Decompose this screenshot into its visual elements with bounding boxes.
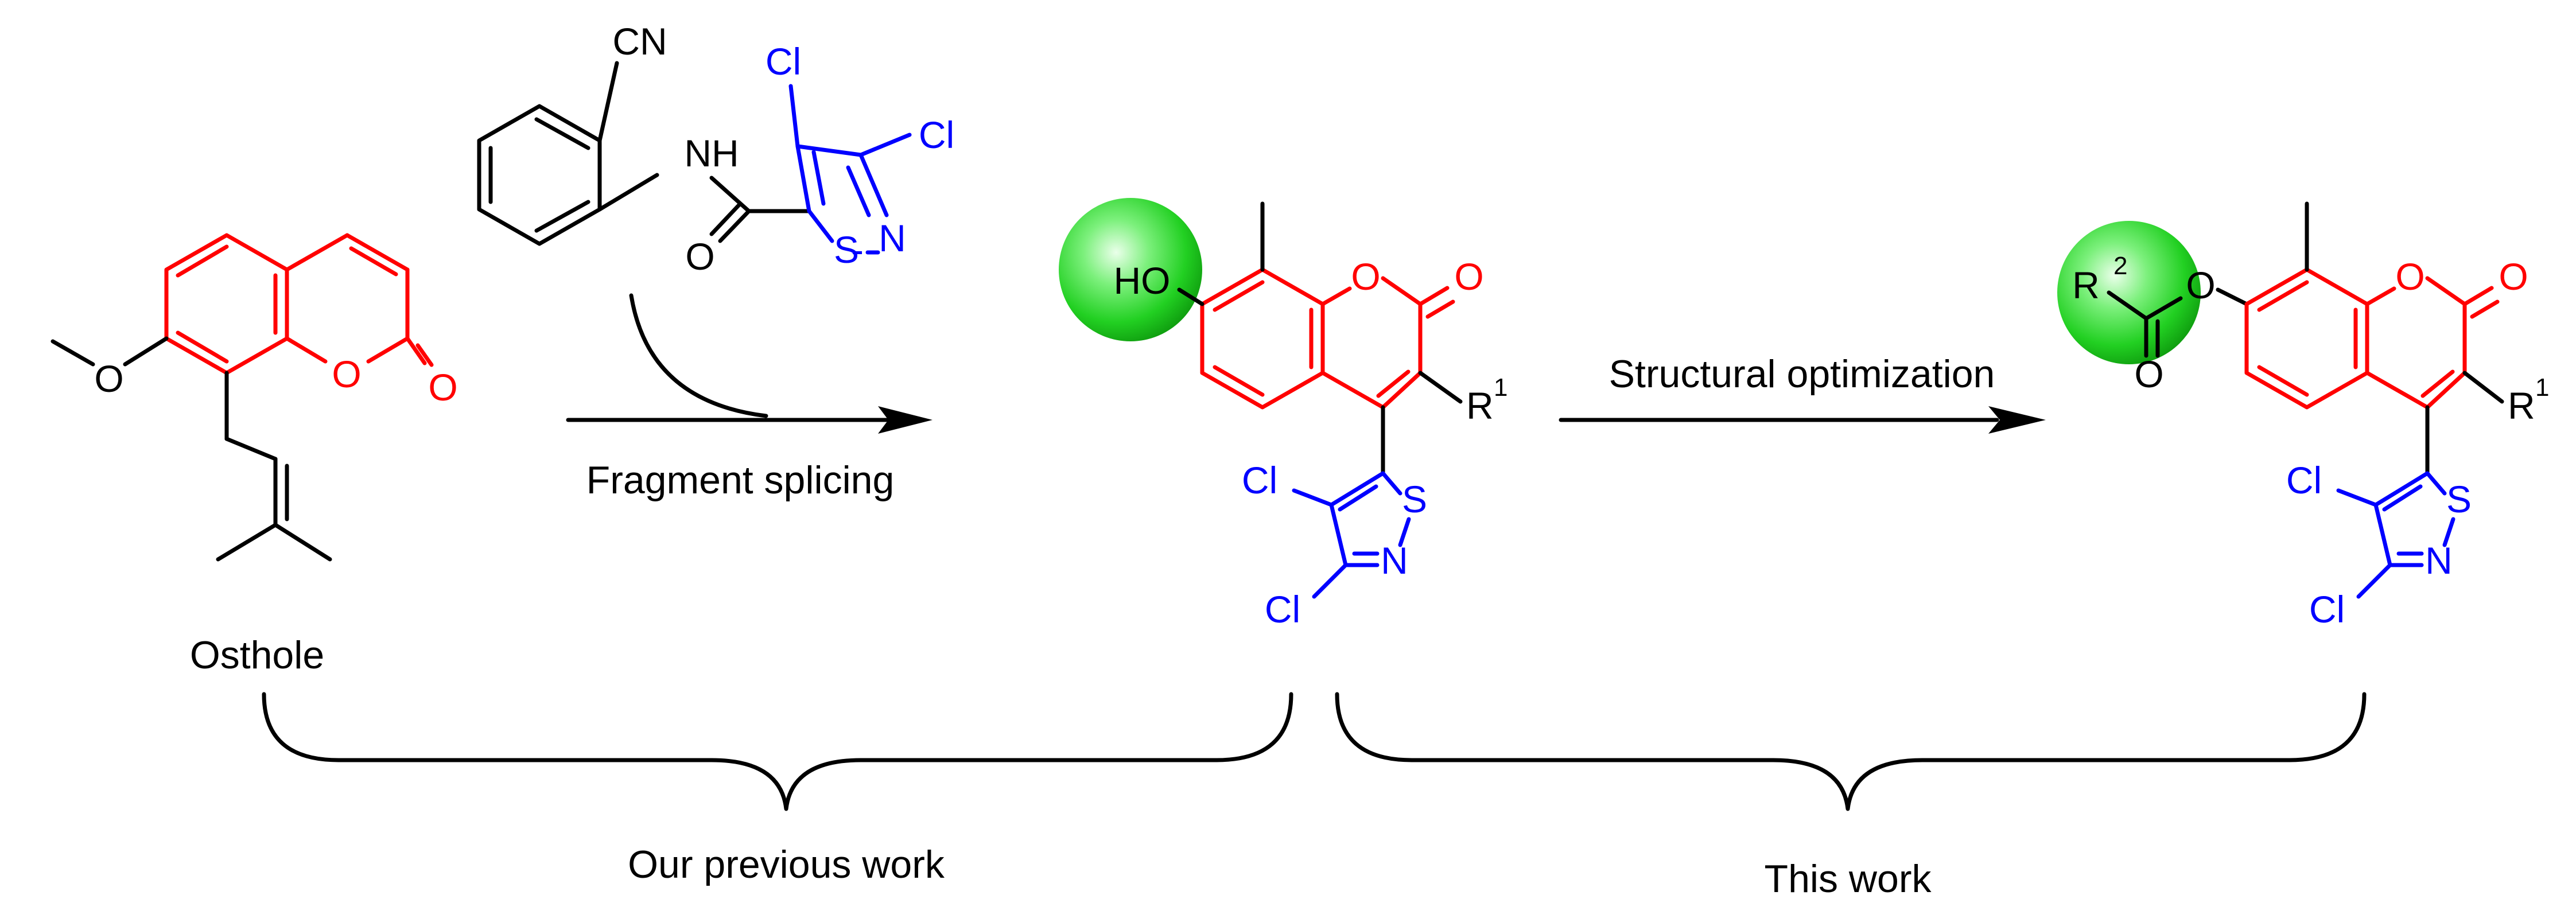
osthole-coumarin-core: O O [164,233,458,408]
product-r2-label: R [2072,264,2100,306]
osthole-label: Osthole [190,633,324,677]
fragment-splicing-arrow: Fragment splicing [566,293,933,502]
product-ring-oxygen: O [2395,255,2425,298]
product-cl-4: Cl [2286,459,2322,501]
our-previous-work-label: Our previous work [628,843,945,886]
fragment-splicing-label: Fragment splicing [586,458,895,502]
intermediate-r-label: R [1466,384,1494,427]
ester-ether-oxygen: O [2186,264,2215,306]
amide-carbonyl-oxygen: O [685,235,714,278]
fragment-n-atom: N [879,217,906,259]
hydroxy-coumarin-molecule: O O HO R 1 Cl Cl S N [1059,198,1507,630]
osthole-ring-oxygen: O [332,353,361,395]
intermediate-carbonyl-oxygen: O [1454,255,1483,298]
intermediate-cl-3: Cl [1265,588,1300,630]
product-carbonyl-oxygen: O [2499,255,2528,298]
product-r2-superscript: 2 [2113,252,2127,280]
ester-carbonyl-oxygen: O [2134,353,2163,395]
intermediate-s-atom: S [1402,478,1427,520]
osthole-molecule: O O O Osthole [50,233,458,677]
nitrile-label: CN [612,20,667,63]
previous-work-brace: Our previous work [262,692,1293,886]
intermediate-n-atom: N [1381,539,1408,582]
structural-optimization-label: Structural optimization [1609,352,1995,396]
product-r1-label: R [2508,384,2535,427]
hydroxy-label: HO [1114,259,1171,302]
osthole-carbonyl-oxygen: O [428,366,457,408]
product-s-atom: S [2446,478,2472,520]
intermediate-cl-4: Cl [1242,459,1277,501]
structural-optimization-arrow: Structural optimization [1559,352,2046,434]
ester-coumarin-molecule: R 2 O O O O R 1 Cl [2057,201,2549,630]
isothiazole-amide-fragment: CN NH O Cl Cl S N - [477,20,954,278]
product-n-atom: N [2425,539,2453,582]
hydroxy-highlight-sphere [1059,198,1202,341]
intermediate-r-superscript: 1 [1494,373,1507,402]
this-work-brace: This work [1335,692,2367,901]
amide-nh-label: NH [684,132,739,174]
fragment-cl-4: Cl [766,40,801,83]
fragment-s-atom: S [834,228,859,271]
intermediate-ring-oxygen: O [1351,255,1380,298]
ester-highlight-sphere [2057,221,2201,364]
osthole-methoxy-oxygen: O [94,357,123,400]
svg-text:-: - [851,228,864,271]
product-r1-superscript: 1 [2535,373,2549,402]
product-cl-3: Cl [2309,588,2345,630]
fragment-cl-3: Cl [919,114,954,156]
this-work-label: This work [1765,857,1932,901]
